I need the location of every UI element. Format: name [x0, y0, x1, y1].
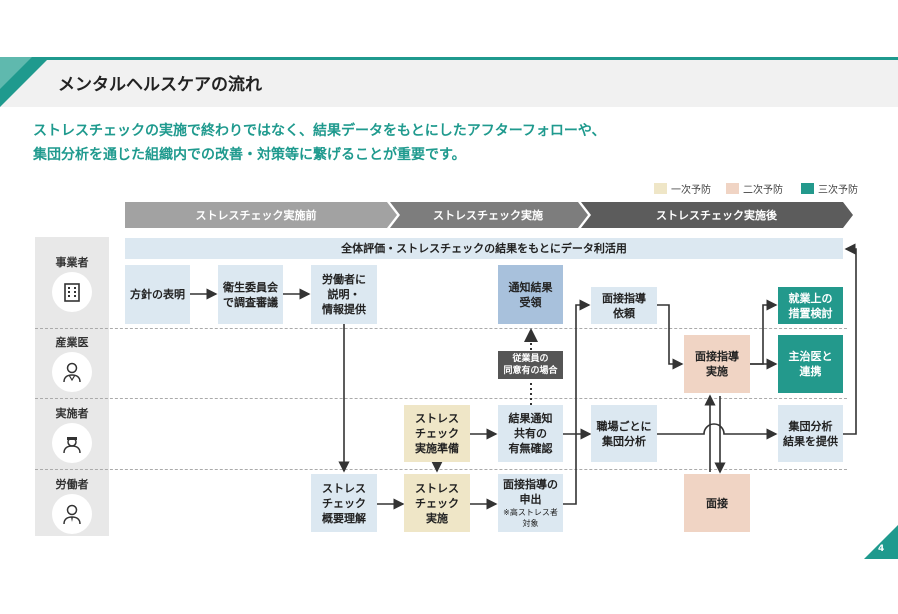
nurse-icon	[52, 423, 92, 463]
legend-swatch-tertiary	[801, 183, 814, 194]
box-policy: 方針の表明	[125, 265, 190, 324]
box-understand: ストレス チェック 概要理解	[311, 474, 377, 532]
lead-line-1: ストレスチェックの実施で終わりではなく、結果データをもとにしたアフターフォローや…	[33, 123, 606, 139]
header-accent-light	[0, 57, 32, 89]
legend-swatch-primary	[654, 183, 667, 194]
box-doctor-link: 主治医と 連携	[778, 335, 843, 393]
legend-swatch-secondary	[726, 183, 739, 194]
data-utilization-bar: 全体評価・ストレスチェックの結果をもとにデータ利活用	[125, 238, 843, 259]
box-apply: 面接指導の 申出 ※高ストレス者 対象	[498, 474, 563, 532]
box-notify-receive: 通知結果 受領	[498, 265, 563, 324]
actor-label-worker: 労働者	[55, 478, 89, 491]
header-band	[0, 57, 898, 107]
box-committee: 衛生委員会 で調査審議	[218, 265, 283, 324]
lane-separator	[35, 328, 847, 329]
box-explain: 労働者に 説明・ 情報提供	[311, 265, 377, 324]
box-apply-label: 面接指導の 申出	[503, 478, 558, 506]
actor-label-implementer: 実施者	[55, 407, 89, 420]
box-group-analysis: 職場ごとに 集団分析	[591, 405, 657, 462]
stage-before: ストレスチェック実施前	[195, 209, 317, 222]
box-request: 面接指導 依頼	[591, 287, 657, 324]
stage-during: ストレスチェック実施	[433, 209, 543, 222]
page-number: 4	[878, 544, 885, 554]
box-provide-result: 集団分析 結果を提供	[778, 405, 843, 462]
doctor-icon	[52, 352, 92, 392]
actor-label-doctor: 産業医	[55, 336, 89, 349]
legend-label-tertiary: 三次予防	[818, 185, 858, 196]
box-work-measure: 就業上の 措置検討	[778, 287, 843, 324]
worker-icon	[52, 494, 92, 534]
page-corner	[864, 525, 898, 559]
legend-label-primary: 一次予防	[671, 185, 711, 196]
legend-label-secondary: 二次予防	[743, 185, 783, 196]
box-prepare: ストレス チェック 実施準備	[404, 405, 470, 462]
page-title: メンタルヘルスケアの流れ	[58, 75, 262, 95]
box-interview-do: 面接指導 実施	[684, 335, 750, 393]
box-consent: 従業員の 同意有の場合	[498, 351, 563, 379]
lead-line-2: 集団分析を通じた組織内での改善・対策等に繋げることが重要です。	[33, 147, 466, 163]
box-share-check: 結果通知 共有の 有無確認	[498, 405, 563, 462]
box-implement: ストレス チェック 実施	[404, 474, 470, 532]
stage-after: ストレスチェック実施後	[656, 209, 777, 222]
box-interview: 面接	[684, 474, 750, 532]
actor-label-employer: 事業者	[55, 256, 89, 269]
building-icon	[52, 272, 92, 312]
box-apply-note: ※高ストレス者 対象	[503, 508, 558, 528]
lane-separator	[35, 398, 847, 399]
